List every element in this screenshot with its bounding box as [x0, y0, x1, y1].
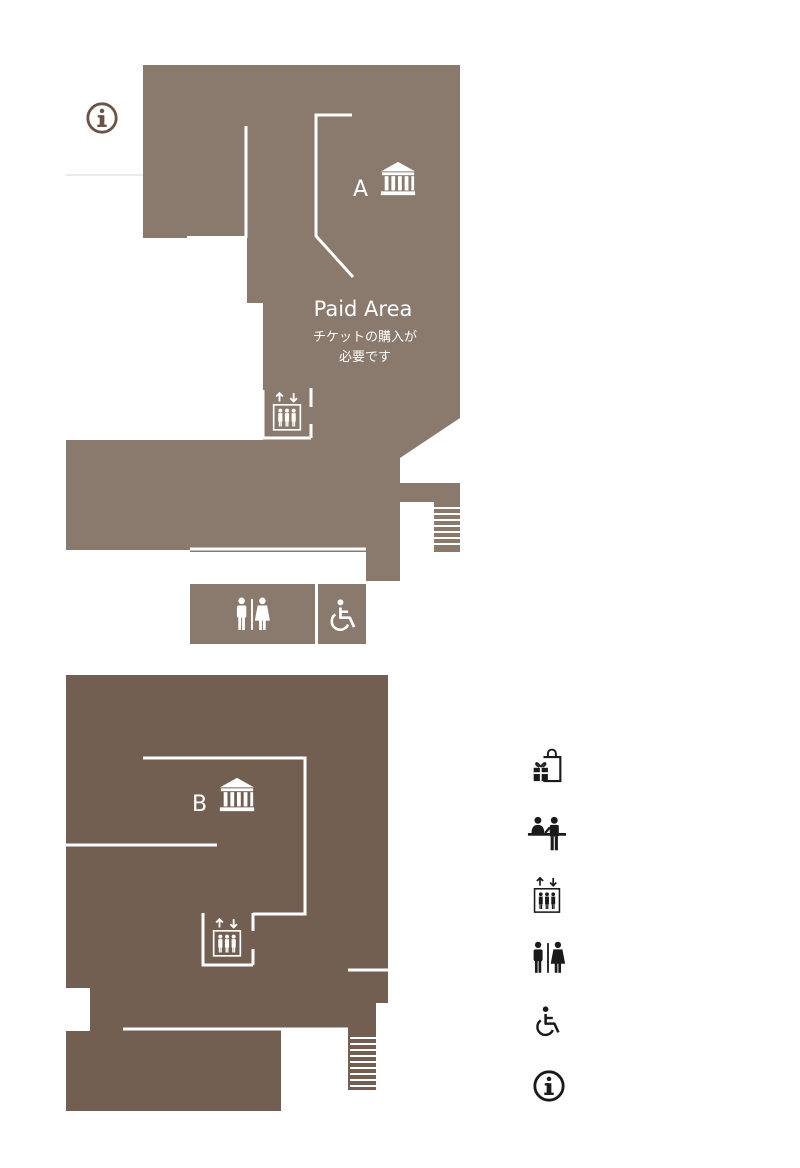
info-icon: [86, 102, 118, 134]
legend: [527, 748, 567, 1102]
elevator-icon: [533, 877, 561, 913]
upper-walls: [190, 113, 366, 551]
restroom-icon: [533, 941, 566, 973]
upper-floor: A Paid Area チケットの購入が 必要です: [66, 65, 460, 644]
upper-floor-area: [66, 65, 460, 581]
lower-walls: [66, 756, 388, 1031]
paid-area-note-line1: チケットの購入が: [313, 330, 417, 345]
stairs-icon: [348, 1003, 376, 1090]
paid-area-title: Paid Area: [314, 297, 413, 321]
accessible-restroom-room: [318, 584, 366, 644]
reception-icon: [527, 815, 567, 852]
wheelchair-icon: [535, 1004, 560, 1037]
gallery-b-label: B: [192, 792, 207, 817]
gallery-a-label: A: [353, 177, 368, 202]
stairs-icon: [434, 507, 460, 545]
info-icon: [533, 1070, 565, 1102]
lower-floor-area: [66, 675, 388, 1111]
shop-icon: [532, 748, 562, 783]
paid-area-note-line2: 必要です: [339, 350, 391, 365]
lower-floor: B: [66, 675, 388, 1111]
